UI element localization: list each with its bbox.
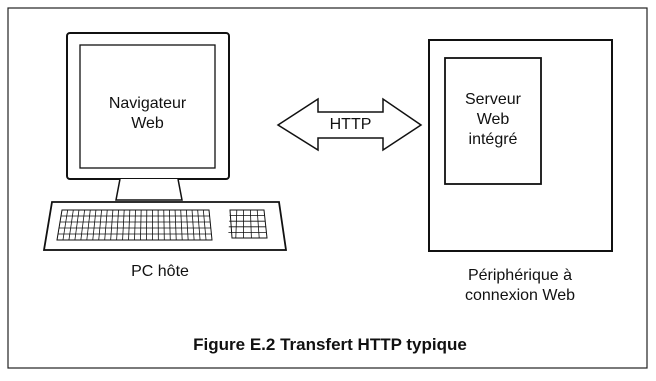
figure-caption: Figure E.2 Transfert HTTP typique [80, 335, 580, 355]
browser-label: Navigateur Web [80, 94, 215, 134]
pc-label: PC hôte [60, 262, 260, 282]
pc-keyboard [44, 202, 286, 250]
http-label: HTTP [318, 115, 383, 135]
embedded-server-label: Serveur Web intégré [445, 90, 541, 150]
device-label: Périphérique à connexion Web [420, 266, 620, 306]
keyboard-key-line [164, 210, 165, 240]
